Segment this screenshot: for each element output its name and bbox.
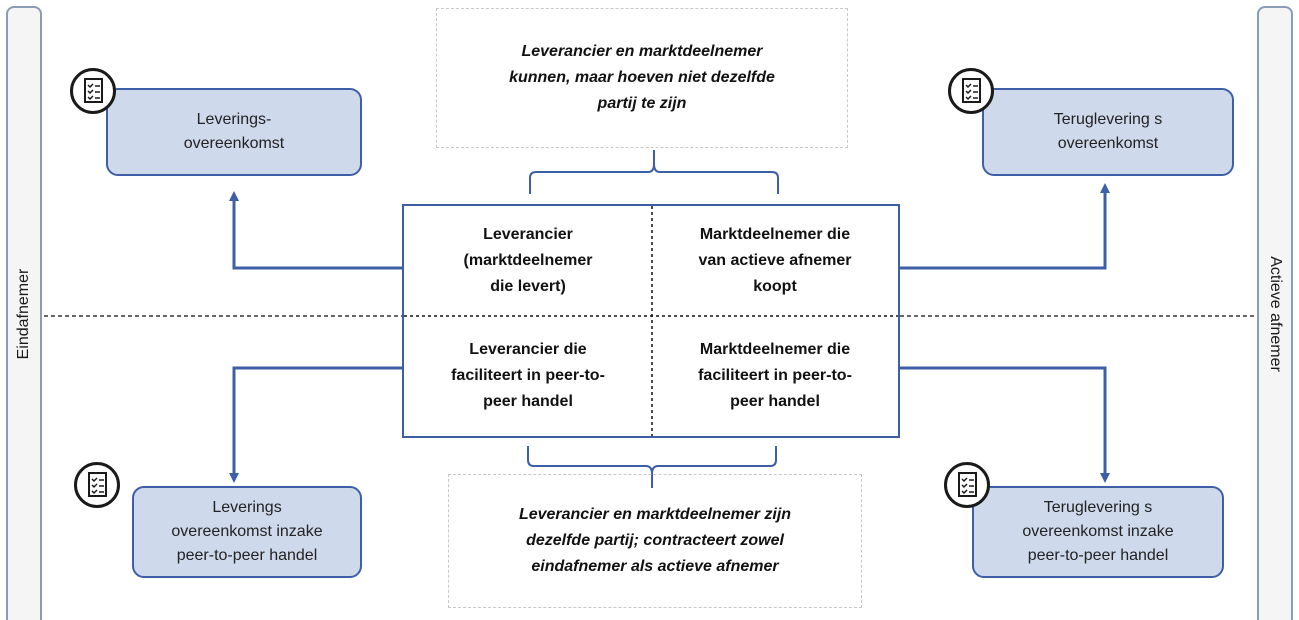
contract-line: overeenkomst — [1057, 135, 1159, 152]
contract-line: overeenkomst — [183, 135, 285, 152]
actieve-afnemer-bar: Actieve afnemer — [1257, 6, 1293, 620]
cell-line: koopt — [753, 278, 797, 295]
eindafnemer-bar: Eindafnemer — [6, 6, 42, 620]
contract-line: peer-to-peer handel — [1027, 547, 1169, 564]
cell-line: (marktdeelnemer — [463, 252, 593, 269]
cell-line: Marktdeelnemer die — [699, 226, 851, 243]
document-checklist-icon — [944, 462, 990, 508]
bottom-note-line: dezelfde partij; contracteert zowel — [526, 532, 784, 549]
contract-line: Leverings- — [196, 111, 272, 128]
parties-grid — [404, 206, 898, 436]
cell-line: Marktdeelnemer die — [699, 341, 851, 358]
contract-line: peer-to-peer handel — [176, 547, 318, 564]
cell-leverancier: Leverancier (marktdeelnemer die levert) — [404, 206, 652, 316]
top-brace — [529, 150, 779, 194]
document-checklist-icon — [74, 462, 120, 508]
document-checklist-icon — [948, 68, 994, 114]
cell-line: peer handel — [730, 393, 820, 410]
cell-line: van actieve afnemer — [698, 252, 852, 269]
cell-leverancier-p2p: Leverancier die faciliteert in peer-to- … — [404, 316, 652, 436]
cell-line: peer handel — [483, 393, 573, 410]
bottom-note: Leverancier en marktdeelnemer zijn dezel… — [448, 474, 862, 608]
top-note: Leverancier en marktdeelnemer kunnen, ma… — [436, 8, 848, 148]
contract-line: Teruglevering s — [1043, 499, 1153, 516]
terugleveringsovereenkomst-p2p-box: Teruglevering s overeenkomst inzake peer… — [972, 486, 1224, 578]
cell-line: Leverancier — [483, 226, 573, 243]
top-note-line: kunnen, maar hoeven niet dezelfde — [509, 69, 775, 86]
contract-line: overeenkomst inzake — [1022, 523, 1174, 540]
bottom-brace — [527, 446, 777, 488]
arrow-top-left — [229, 191, 402, 270]
cell-line: faciliteert in peer-to- — [698, 367, 852, 384]
leveringsovereenkomst-p2p-box: Leverings overeenkomst inzake peer-to-pe… — [132, 486, 362, 578]
arrow-bottom-left — [229, 366, 402, 483]
document-checklist-icon — [70, 68, 116, 114]
cell-line: Leverancier die — [469, 341, 587, 358]
top-note-line: Leverancier en marktdeelnemer — [521, 43, 763, 60]
leveringsovereenkomst-box: Leverings- overeenkomst — [106, 88, 362, 176]
arrow-bottom-right — [900, 366, 1110, 483]
contract-line: Teruglevering s — [1053, 111, 1163, 128]
cell-marktdeelnemer-p2p: Marktdeelnemer die faciliteert in peer-t… — [652, 316, 898, 436]
cell-marktdeelnemer: Marktdeelnemer die van actieve afnemer k… — [652, 206, 898, 316]
arrow-top-right — [900, 183, 1110, 270]
cell-line: faciliteert in peer-to- — [451, 367, 605, 384]
terugleveringsovereenkomst-box: Teruglevering s overeenkomst — [982, 88, 1234, 176]
parties-box: Leverancier (marktdeelnemer die levert) … — [402, 204, 900, 438]
contract-line: Leverings — [212, 499, 282, 516]
contract-line: overeenkomst inzake — [171, 523, 323, 540]
cell-line: die levert) — [490, 278, 566, 295]
bottom-note-line: Leverancier en marktdeelnemer zijn — [518, 506, 792, 523]
top-note-line: partij te zijn — [597, 95, 687, 112]
bottom-note-line: eindafnemer als actieve afnemer — [531, 558, 779, 575]
